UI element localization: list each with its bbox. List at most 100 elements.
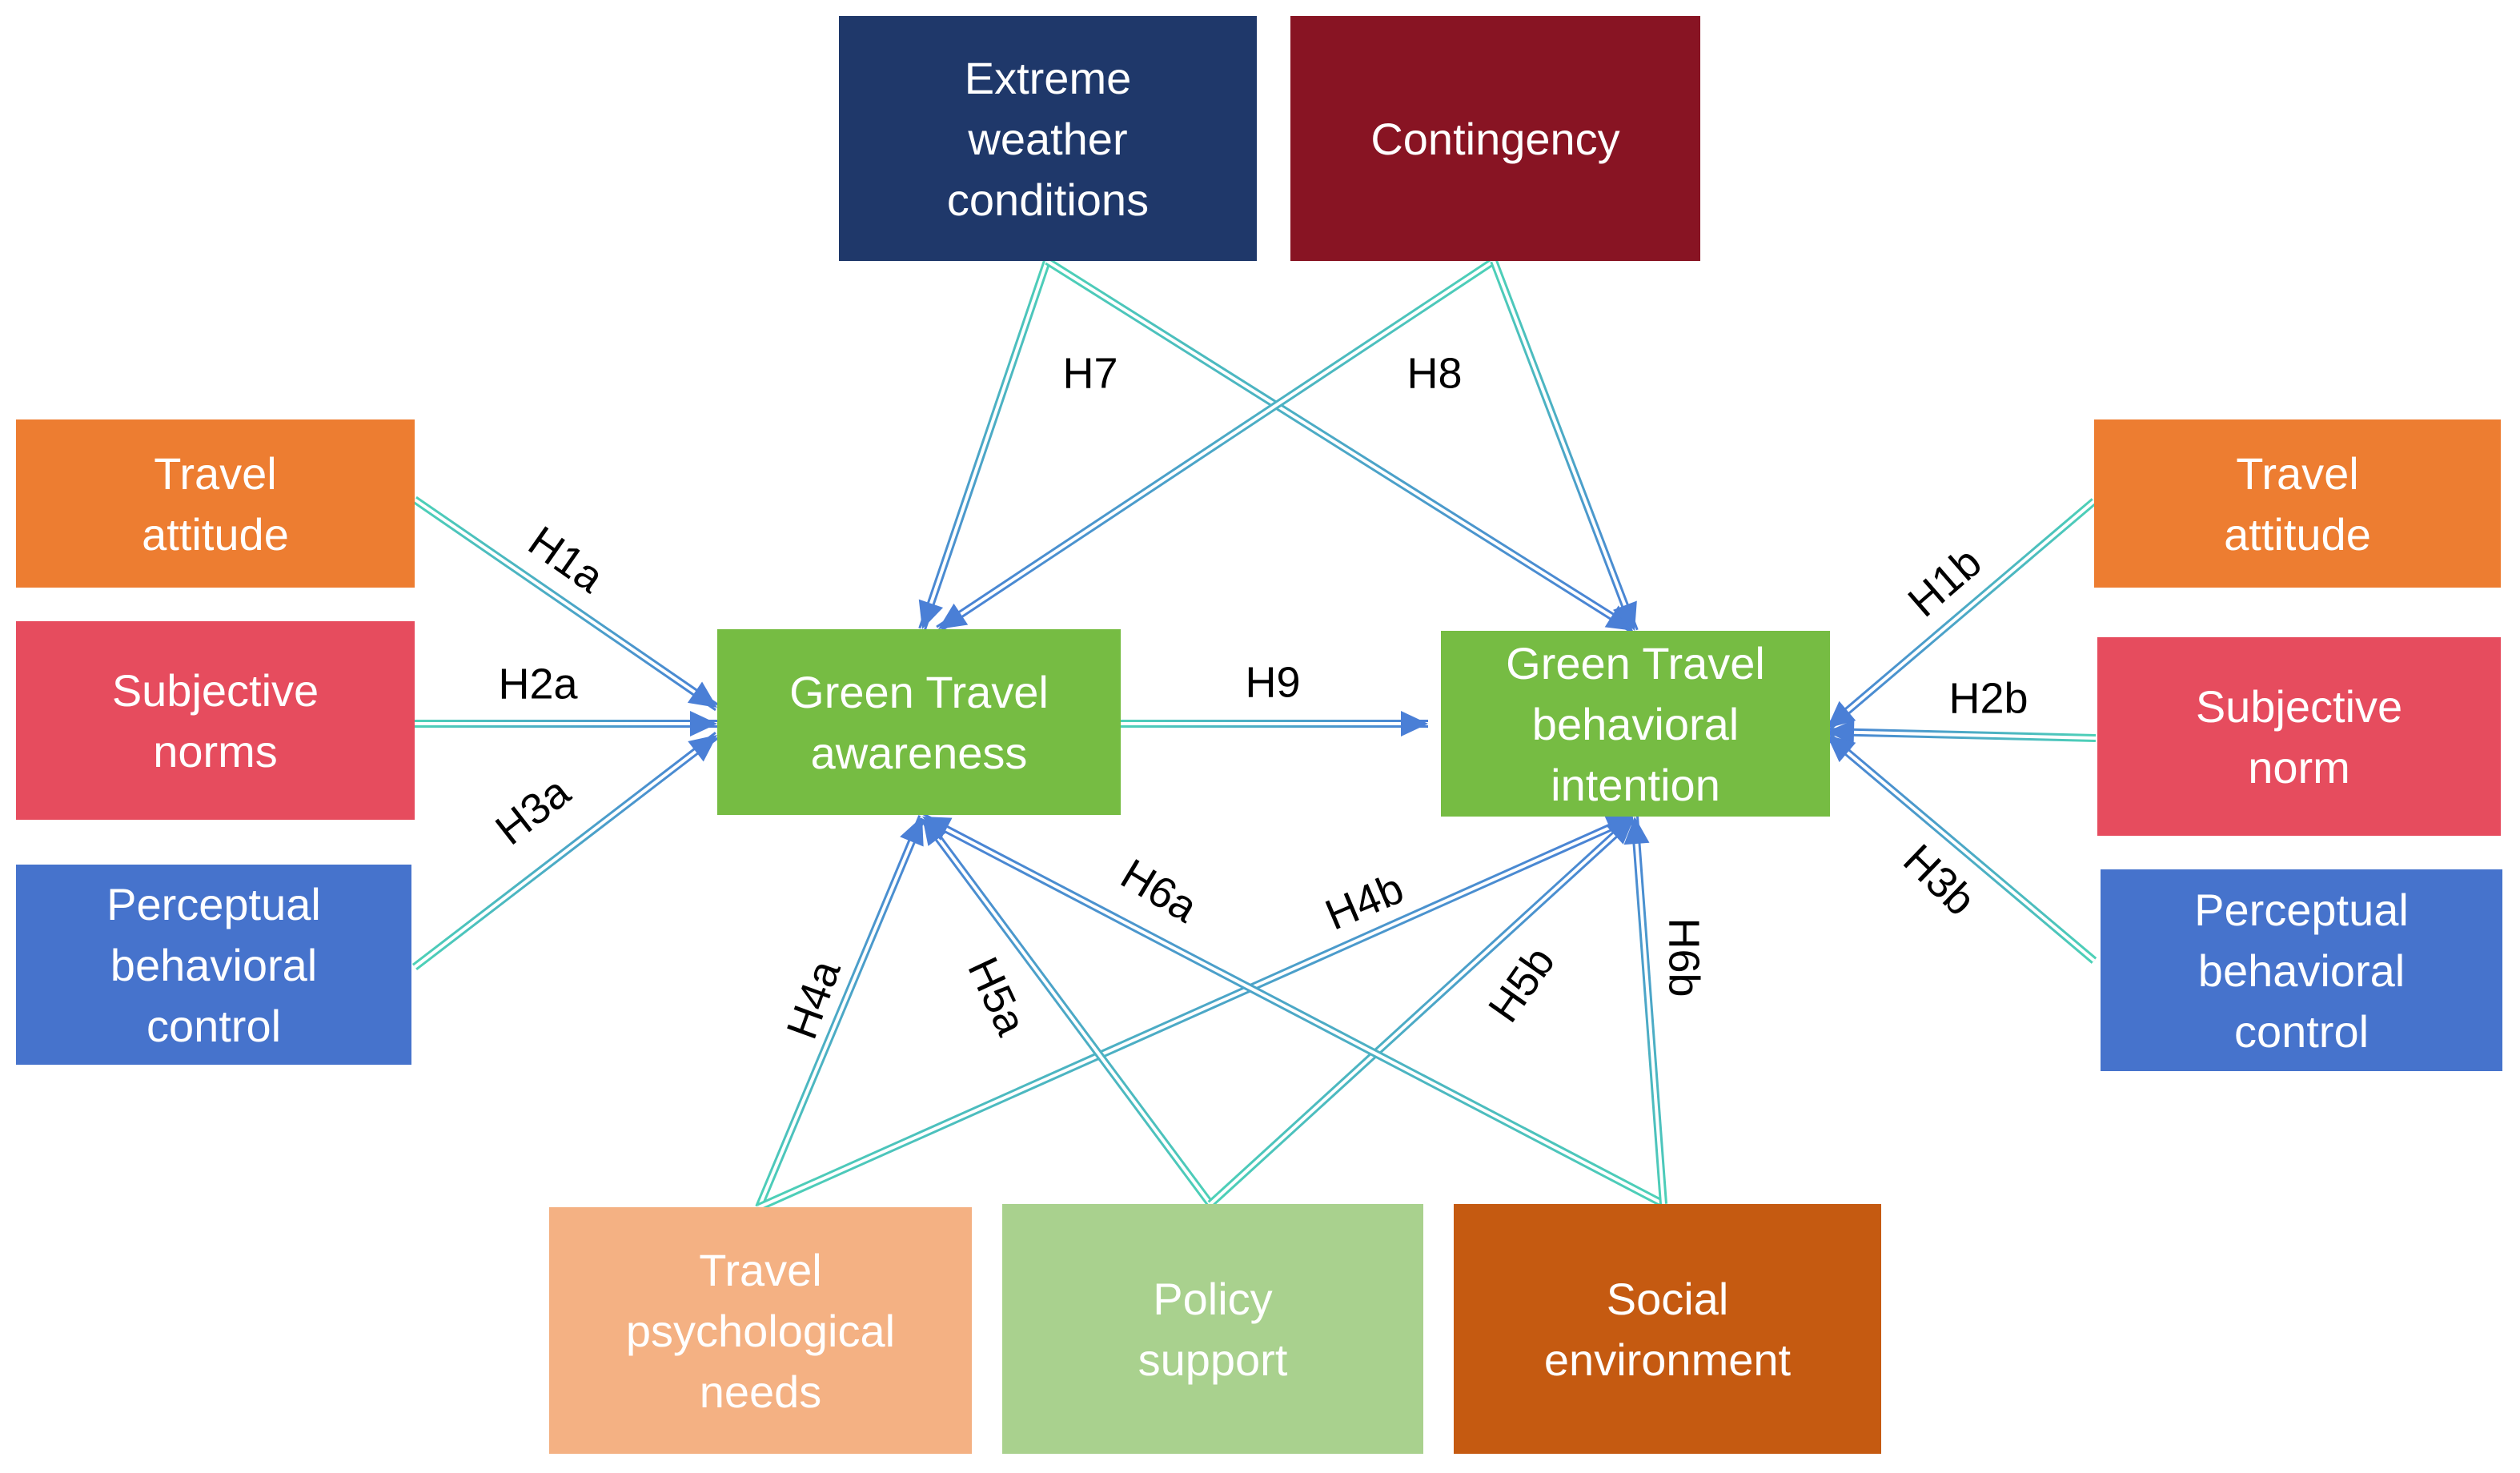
- node-box: [16, 419, 415, 588]
- hypothesis-label-h7: H7: [1062, 349, 1118, 397]
- edge-line-highlight: [921, 815, 1664, 1206]
- edge-line-highlight: [413, 733, 719, 969]
- node-box: [16, 865, 411, 1065]
- node-travel-attitude-right: Travel attitude: [2094, 419, 2501, 588]
- hypothesis-label-h3b: H3b: [1894, 835, 1984, 925]
- edge-line-highlight: [1826, 730, 2097, 740]
- hypothesis-label-h3a: H3a: [487, 767, 580, 854]
- hypothesis-label-h8: H8: [1406, 349, 1462, 397]
- arrow-head-icon: [922, 817, 953, 841]
- node-label-line: Perceptual: [2194, 885, 2409, 935]
- node-box: [1002, 1204, 1423, 1454]
- edge-h7-intention: [1045, 257, 1637, 635]
- edge-h3b: [1824, 732, 2097, 964]
- node-subjective-norms-left: Subjective norms: [16, 621, 415, 820]
- node-label-line: Policy: [1153, 1274, 1272, 1324]
- arrow-head-icon: [687, 681, 717, 708]
- edge-h6b: [1623, 816, 1667, 1205]
- edge-h3a: [411, 732, 720, 970]
- hypothesis-label-h5a: H5a: [958, 950, 1036, 1043]
- node-box: [2101, 869, 2502, 1071]
- arrow-head-icon: [1623, 817, 1650, 845]
- node-label-line: Contingency: [1370, 114, 1619, 164]
- node-box: [717, 629, 1121, 815]
- node-label-line: Subjective: [112, 665, 319, 716]
- node-label-line: psychological: [626, 1306, 895, 1356]
- edge-line-highlight: [921, 815, 1212, 1206]
- node-label-line: Subjective: [2196, 681, 2402, 732]
- edge-h1b: [1824, 498, 2097, 732]
- node-layer: Extreme weather conditions ContingencyTrave…: [16, 16, 2502, 1454]
- hypothesis-label-h2a: H2a: [498, 660, 578, 708]
- node-label-line: control: [146, 1001, 281, 1051]
- node-box: [1290, 16, 1700, 261]
- node-label-line: attitude: [142, 509, 289, 560]
- node-label-line: behavioral: [1532, 699, 1739, 749]
- hypothesis-label-h2b: H2b: [1948, 674, 2028, 722]
- arrow-head-icon: [1612, 600, 1637, 631]
- edge-h9: [1121, 711, 1428, 736]
- edge-h5b: [1207, 813, 1638, 1207]
- node-label-line: Green Travel: [1506, 638, 1765, 688]
- arrow-head-icon: [1827, 700, 1856, 728]
- edge-h2b: [1826, 719, 2097, 745]
- node-label-line: Travel: [699, 1245, 822, 1295]
- node-box: [16, 621, 415, 820]
- arrow-head-icon: [1401, 711, 1428, 736]
- node-label-line: Perceptual: [106, 879, 321, 929]
- arrow-head-icon: [900, 817, 924, 847]
- node-box: [1441, 631, 1830, 817]
- edge-line-highlight: [758, 815, 1635, 1209]
- edge-line-highlight: [1209, 815, 1636, 1206]
- arrow-head-icon: [1827, 735, 1856, 763]
- node-label-line: behavioral: [2198, 945, 2405, 996]
- node-box: [2097, 637, 2501, 836]
- hypothesis-label-h4a: H4a: [777, 953, 850, 1046]
- hypothesis-label-h4b: H4b: [1318, 865, 1410, 940]
- node-label-line: Travel: [154, 448, 277, 499]
- arrow-head-icon: [1827, 719, 1855, 745]
- node-label-line: attitude: [2224, 509, 2371, 560]
- edge-line-highlight: [1045, 259, 1636, 632]
- edge-h7-awareness: [918, 259, 1051, 631]
- node-label-line: Green Travel: [789, 667, 1049, 717]
- hypothesis-label-h6b: H6b: [1660, 917, 1708, 997]
- node-label-line: weather: [967, 114, 1127, 164]
- node-box: [549, 1207, 972, 1454]
- node-label-line: Travel: [2236, 448, 2359, 499]
- edge-line-highlight: [921, 260, 1049, 630]
- hypothesis-label-h1b: H1b: [1899, 538, 1990, 626]
- arrow-head-icon: [1604, 605, 1635, 631]
- arrow-head-icon: [690, 711, 717, 736]
- node-label-line: behavioral: [110, 940, 317, 990]
- edge-line-highlight: [413, 498, 719, 709]
- edge-layer: [411, 257, 2097, 1211]
- node-label-line: control: [2234, 1006, 2369, 1057]
- edge-h6a: [920, 813, 1666, 1208]
- edge-line-highlight: [757, 816, 924, 1208]
- node-label-line: norm: [2248, 742, 2350, 793]
- node-subjective-norm-right: Subjective norm: [2097, 637, 2501, 836]
- hypothesis-label-h1a: H1a: [520, 517, 612, 603]
- edge-line-highlight: [1825, 500, 2096, 730]
- node-green-travel-intention: Green Travel behavioral intention: [1441, 631, 1830, 817]
- node-box: [2094, 419, 2501, 588]
- node-label-line: Extreme: [965, 53, 1132, 103]
- node-box: [1454, 1204, 1881, 1454]
- node-label-line: norms: [153, 726, 278, 777]
- node-extreme-weather: Extreme weather conditions: [839, 16, 1257, 261]
- edge-h1a: [412, 496, 720, 712]
- node-label-line: intention: [1551, 760, 1720, 810]
- edge-line-highlight: [1492, 260, 1636, 632]
- edge-h4a: [755, 815, 926, 1209]
- arrow-head-icon: [918, 599, 944, 629]
- hypothesis-label-h9: H9: [1245, 658, 1300, 706]
- node-contingency: Contingency: [1290, 16, 1700, 261]
- node-label-line: conditions: [947, 175, 1149, 225]
- edge-h2a: [415, 711, 717, 736]
- node-label-line: Social: [1607, 1274, 1729, 1324]
- node-box: [839, 16, 1257, 261]
